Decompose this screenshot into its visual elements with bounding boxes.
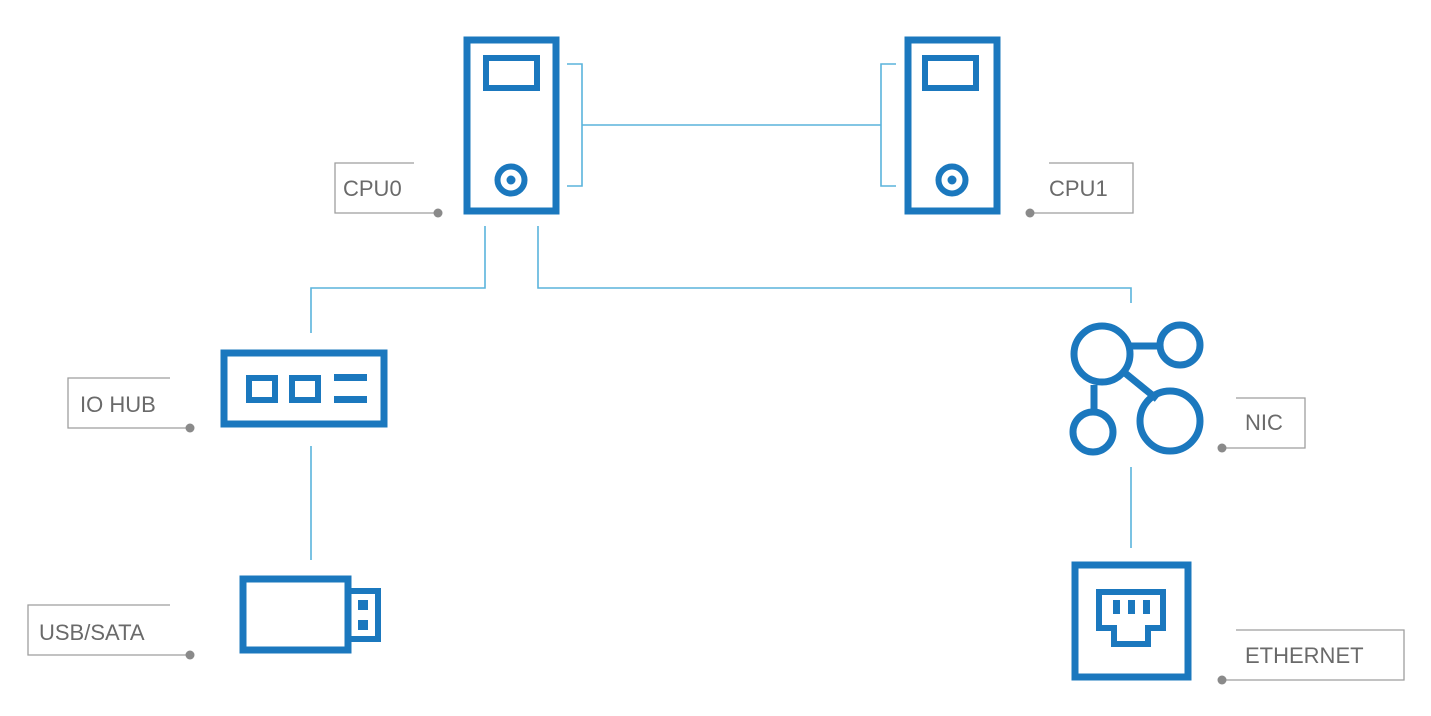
nic-label-text: NIC <box>1245 410 1283 435</box>
ethernet-port-icon <box>1071 561 1192 681</box>
cpu0-label-text: CPU0 <box>343 176 402 201</box>
cpu0-label: CPU0 <box>334 162 443 218</box>
cpu0-iohub-link <box>310 226 486 333</box>
cpu0-nic-link <box>537 226 1132 303</box>
nic-label: NIC <box>1217 397 1306 453</box>
io-hub-label: IO HUB <box>67 377 195 433</box>
nic-network-icon <box>1069 321 1204 456</box>
cpu1-label-text: CPU1 <box>1049 176 1108 201</box>
usb-sata-label-text: USB/SATA <box>39 620 145 645</box>
usb-drive-icon <box>239 575 381 654</box>
connectors <box>310 63 1132 560</box>
ethernet-label-text: ETHERNET <box>1245 643 1364 668</box>
cpu1-label: CPU1 <box>1025 162 1134 218</box>
cpu1-server-icon <box>904 36 1001 215</box>
io-hub-icon <box>220 349 388 428</box>
io-hub-label-text: IO HUB <box>80 392 156 417</box>
cpu0-server-icon <box>463 36 560 215</box>
ethernet-label: ETHERNET <box>1217 629 1405 685</box>
cpu1-bracket <box>880 63 896 187</box>
cpu0-bracket <box>567 63 583 187</box>
usb-sata-label: USB/SATA <box>27 604 195 660</box>
